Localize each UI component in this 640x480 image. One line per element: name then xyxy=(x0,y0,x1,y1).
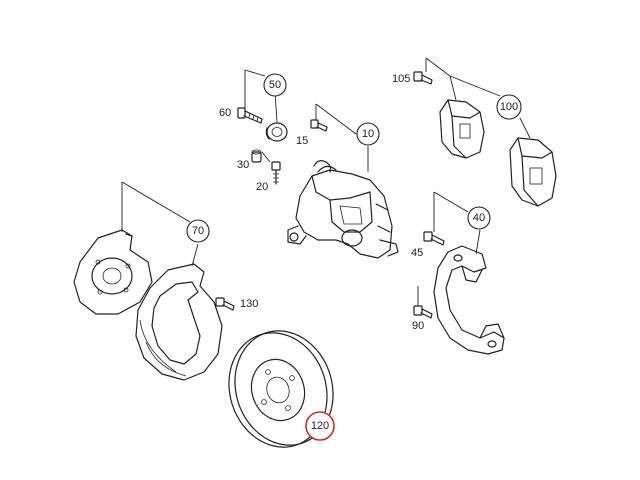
label-130: 130 xyxy=(240,298,258,310)
callout-40: 40 xyxy=(467,206,491,230)
part-20-bleeder-screw xyxy=(271,161,281,185)
part-120-brake-disc xyxy=(228,330,334,448)
part-15-bolt xyxy=(310,119,328,132)
callout-120-label: 120 xyxy=(311,420,329,432)
part-100-brake-pads xyxy=(439,99,557,207)
callout-50-label: 50 xyxy=(269,79,281,91)
label-105: 105 xyxy=(392,73,410,85)
callout-50: 50 xyxy=(263,73,287,97)
part-40-caliper-bracket xyxy=(433,245,505,355)
part-30-bleeder-cap xyxy=(251,149,262,163)
callout-70: 70 xyxy=(186,219,210,243)
label-90: 90 xyxy=(412,320,424,332)
part-60-bolt xyxy=(237,107,263,124)
part-70-dust-shield xyxy=(73,229,223,381)
callout-10: 10 xyxy=(356,122,380,146)
label-45: 45 xyxy=(411,247,423,259)
callout-40-label: 40 xyxy=(473,212,485,224)
part-130-bolt xyxy=(215,297,235,311)
label-20: 20 xyxy=(256,181,268,193)
leader-lines xyxy=(121,57,531,427)
part-10-caliper xyxy=(287,160,399,259)
label-30: 30 xyxy=(237,159,249,171)
callout-120: 120 xyxy=(305,411,335,441)
label-60: 60 xyxy=(219,107,231,119)
callout-100-label: 100 xyxy=(500,101,518,113)
label-15: 15 xyxy=(296,135,308,147)
callout-10-label: 10 xyxy=(362,128,374,140)
callout-100: 100 xyxy=(496,94,522,120)
part-50-seal xyxy=(265,122,288,142)
part-90-bolt xyxy=(413,305,433,319)
part-45-bolt xyxy=(423,231,445,246)
callout-70-label: 70 xyxy=(192,225,204,237)
part-105-bolt xyxy=(413,71,433,85)
